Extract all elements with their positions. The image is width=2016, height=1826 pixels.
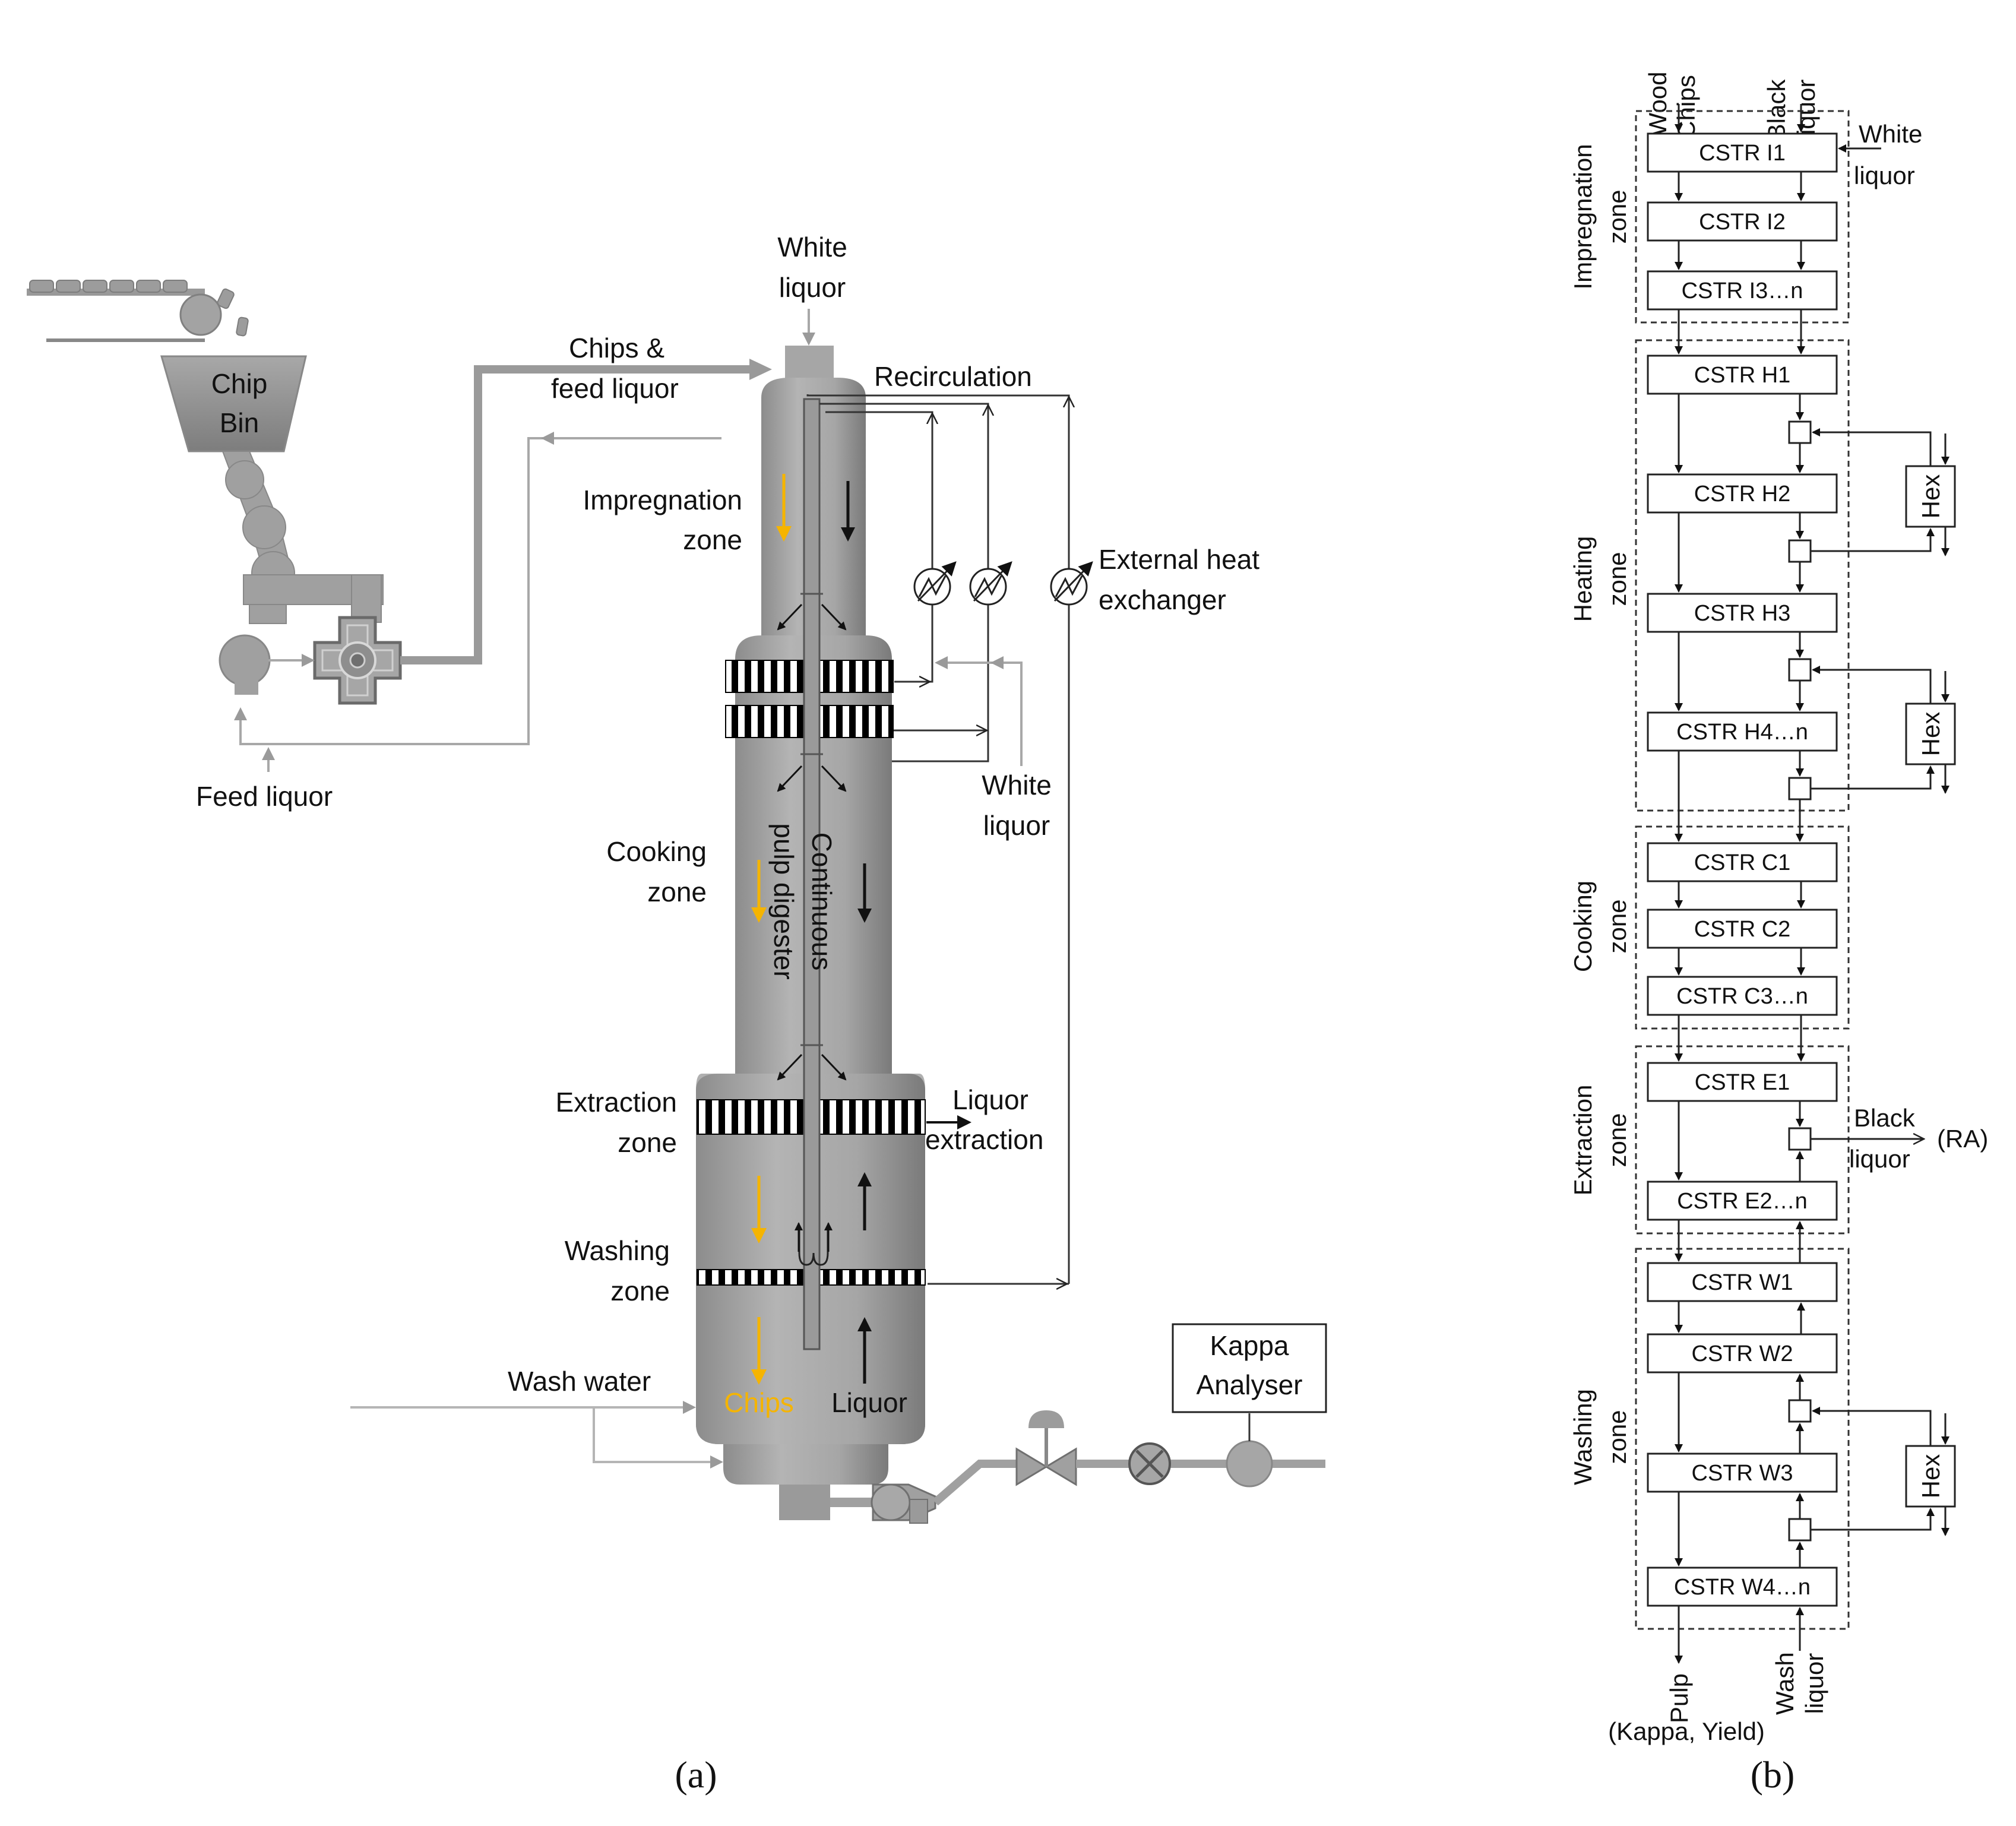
extraction-label-1: Extraction: [555, 1087, 677, 1118]
black-liquor-b-2: liquor: [1849, 1145, 1910, 1173]
cstr-h1: CSTR H1: [1694, 363, 1791, 388]
cstr-c3: CSTR C3…n: [1676, 984, 1808, 1009]
wash-water-label: Wash water: [508, 1366, 651, 1397]
digester-label-1: Continuous: [806, 833, 837, 971]
central-pipe: [798, 398, 829, 1350]
input-wash: Wash: [1771, 1652, 1799, 1715]
digester-label-2: pulp digester: [768, 823, 799, 979]
heat-exchangers: [913, 561, 1093, 606]
white-liquor-b-2: liquor: [1854, 162, 1915, 189]
white-liquor-b-1: White: [1859, 120, 1922, 148]
liquor-flow-lines: [1796, 104, 1881, 1651]
output-pulp: Pulp: [1665, 1673, 1693, 1723]
cstr-w1: CSTR W1: [1692, 1270, 1793, 1295]
input-black: Black: [1762, 79, 1790, 141]
input-black-liquor: liquor: [1792, 80, 1820, 141]
output-kappa-yield: (Kappa, Yield): [1608, 1717, 1765, 1745]
hex-label-1: Hex: [1917, 474, 1945, 519]
cstr-h4: CSTR H4…n: [1676, 720, 1808, 745]
caption-b: (b): [1751, 1754, 1795, 1796]
zone-extraction-2: zone: [1603, 1113, 1631, 1167]
zone-washing-1: Washing: [1569, 1389, 1597, 1485]
cstr-h3: CSTR H3: [1694, 601, 1791, 626]
external-hex-label-2: exchanger: [1099, 584, 1226, 615]
rotary-feeder: [313, 616, 402, 705]
cstr-c2: CSTR C2: [1694, 917, 1791, 942]
white-liquor-top-1: White: [777, 232, 847, 262]
kappa-label-2: Analyser: [1197, 1369, 1303, 1400]
washing-label-1: Washing: [565, 1235, 670, 1266]
panel-a: Chip Bin: [27, 232, 1327, 1796]
cstr-c1: CSTR C1: [1694, 850, 1791, 875]
ra-label: (RA): [1937, 1125, 1988, 1153]
white-liquor-top-2: liquor: [779, 272, 846, 303]
wash-water-lines: [350, 1406, 711, 1463]
recirc-arrowheads: [894, 397, 1069, 1284]
zone-heating-2: zone: [1603, 552, 1631, 606]
panel-b: Wood Chips Black liquor White liquor Imp…: [1569, 72, 1988, 1796]
kappa-analyser-box: [1172, 1323, 1327, 1413]
liquor-label: Liquor: [831, 1387, 907, 1418]
kappa-label-1: Kappa: [1210, 1330, 1289, 1361]
white-liquor-side-1: White: [982, 770, 1052, 800]
zone-impregnation-1: Impregnation: [1569, 144, 1597, 289]
zone-washing-2: zone: [1603, 1410, 1631, 1464]
feed-liquor-lines: [234, 437, 721, 760]
white-liquor-side-lines: [935, 656, 1023, 766]
chip-conveyor: [27, 280, 249, 342]
cstr-i2: CSTR I2: [1699, 210, 1786, 235]
liquor-extraction-2: extraction: [925, 1124, 1043, 1155]
feed-liquor-label: Feed liquor: [196, 781, 333, 812]
cooking-label-1: Cooking: [606, 836, 707, 867]
cooking-label-2: zone: [647, 876, 707, 907]
chip-chute: [221, 451, 384, 624]
chips-feed-line: [400, 359, 772, 664]
flow-arrows-chips: [751, 474, 792, 1385]
chips-feed-label-2: feed liquor: [551, 373, 679, 404]
zone-cooking-1: Cooking: [1569, 881, 1597, 972]
zone-extraction-1: Extraction: [1569, 1085, 1597, 1196]
chips-label: Chips: [724, 1387, 794, 1418]
cstr-w2: CSTR W2: [1692, 1341, 1793, 1366]
cstr-e2: CSTR E2…n: [1677, 1189, 1808, 1214]
black-liquor-b-1: Black: [1854, 1104, 1916, 1132]
hex-label-3: Hex: [1917, 1454, 1945, 1499]
feed-liquor-pump: [219, 634, 271, 695]
hex-boxes: [1905, 465, 1956, 1508]
hex-label-2: Hex: [1917, 712, 1945, 757]
hex-loops: [1811, 428, 1949, 1536]
digester-label: Continuous pulp digester: [768, 823, 837, 979]
external-hex-label-1: External heat: [1099, 544, 1259, 575]
cstr-w3: CSTR W3: [1692, 1461, 1793, 1486]
impregnation-label-2: zone: [683, 524, 742, 555]
cstr-e1: CSTR E1: [1695, 1070, 1790, 1095]
cstr-i3: CSTR I3…n: [1682, 279, 1803, 303]
chip-bin: Chip Bin: [160, 355, 307, 452]
washing-label-2: zone: [610, 1276, 670, 1306]
cstr-boxes: [1647, 132, 1838, 1607]
chip-bin-label-1: Chip: [211, 368, 268, 399]
extraction-label-2: zone: [618, 1127, 677, 1158]
chips-feed-label-1: Chips &: [569, 333, 664, 363]
impregnation-label-1: Impregnation: [583, 485, 743, 515]
cstr-w4: CSTR W4…n: [1674, 1575, 1811, 1600]
cstr-h2: CSTR H2: [1694, 482, 1791, 507]
input-chips: Chips: [1672, 75, 1700, 138]
zone-cooking-2: zone: [1603, 899, 1631, 953]
blow-line: [830, 1410, 1325, 1524]
white-liquor-side-2: liquor: [983, 810, 1050, 841]
cstr-i1: CSTR I1: [1699, 141, 1786, 166]
input-wash-liquor: liquor: [1800, 1653, 1828, 1714]
recirculation-label: Recirculation: [874, 361, 1032, 392]
liquor-extraction-1: Liquor: [952, 1084, 1028, 1115]
flow-arrows-black: [777, 481, 872, 1384]
caption-a: (a): [675, 1754, 717, 1796]
zone-frames: [1635, 110, 1850, 1630]
zone-impregnation-2: zone: [1603, 189, 1631, 243]
input-wood: Wood: [1644, 72, 1672, 137]
zone-heating-1: Heating: [1569, 536, 1597, 622]
chip-bin-label-2: Bin: [220, 407, 259, 438]
